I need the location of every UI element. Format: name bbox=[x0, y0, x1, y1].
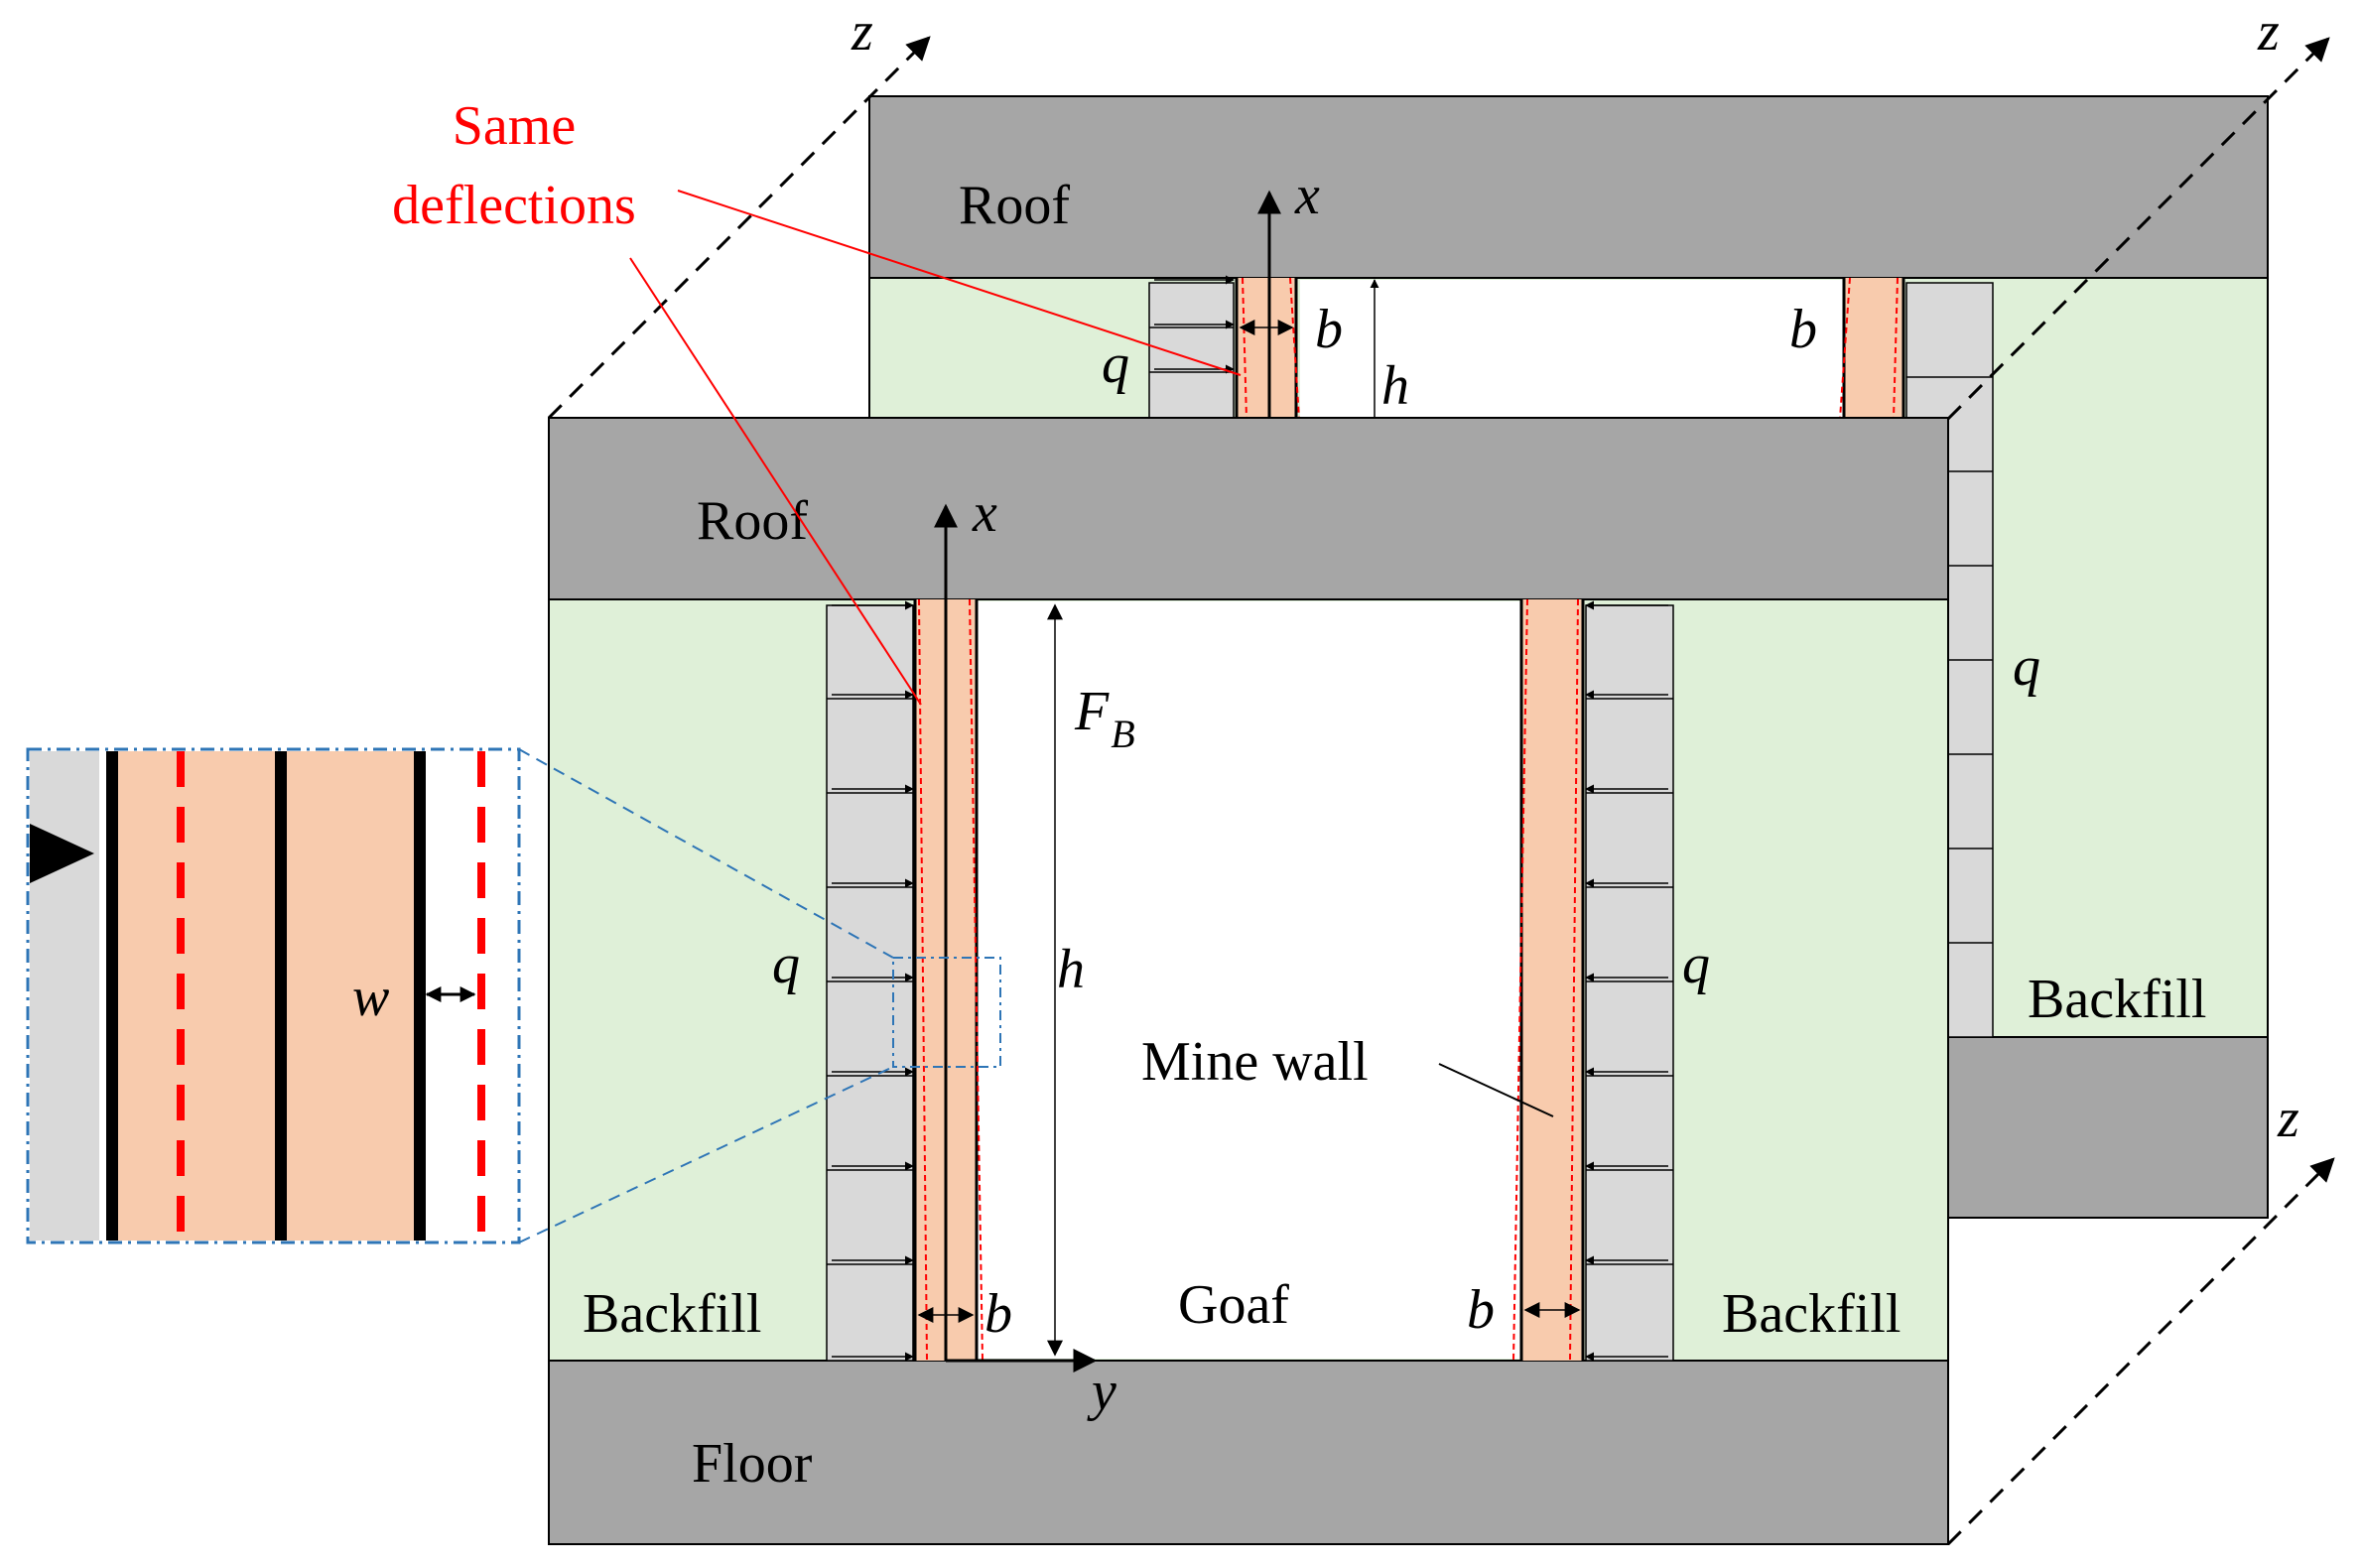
mine-wall-label: Mine wall bbox=[1141, 1031, 1369, 1093]
back-left-deflection bbox=[1289, 277, 1300, 420]
back-q-right-label: q bbox=[2013, 636, 2040, 698]
front-goaf-label: Goaf bbox=[1178, 1274, 1289, 1336]
same-deflections-leader-back bbox=[677, 190, 1242, 376]
front-q-left-label: q bbox=[772, 934, 800, 995]
back-roof-label: Roof bbox=[959, 175, 1070, 236]
front-roof bbox=[548, 417, 1949, 600]
front-right-mine-wall bbox=[1521, 599, 1583, 1361]
back-h-label: h bbox=[1381, 355, 1409, 417]
front-right-deflection bbox=[1512, 598, 1528, 1362]
back-left-deflection bbox=[1242, 277, 1247, 420]
front-h-label: h bbox=[1057, 939, 1085, 1000]
front-left-load-dividers bbox=[827, 698, 913, 1265]
front-frame: b x y h FB b bbox=[548, 417, 1949, 1545]
back-goaf-area bbox=[1300, 280, 1844, 419]
front-left-deflection bbox=[969, 598, 984, 1362]
front-right-load-arrows bbox=[1585, 600, 1668, 1362]
back-right-mine-wall bbox=[1844, 278, 1903, 419]
inset-load-block bbox=[30, 751, 99, 1241]
back-b-left-label: b bbox=[1315, 299, 1343, 360]
back-left-load-block bbox=[1148, 282, 1235, 420]
front-right-deflection bbox=[1569, 598, 1579, 1362]
front-right-load-dividers bbox=[1586, 698, 1673, 1265]
front-q-right-label: q bbox=[1682, 934, 1710, 995]
front-backfill-right-label: Backfill bbox=[1722, 1283, 1901, 1345]
front-roof-label: Roof bbox=[697, 490, 808, 552]
front-b-left-label: b bbox=[984, 1283, 1012, 1345]
back-roof bbox=[868, 95, 2269, 279]
back-right-deflection bbox=[1893, 277, 1899, 420]
same-deflections-line1: Same bbox=[453, 95, 576, 157]
front-backfill-left-label: Backfill bbox=[583, 1283, 761, 1345]
inset-zoom-region bbox=[892, 957, 1001, 1068]
inset-load-arrow-icon bbox=[30, 824, 94, 883]
inset-border bbox=[26, 747, 521, 1244]
front-goaf-area bbox=[978, 601, 1521, 1359]
inset-w-label: w bbox=[352, 967, 389, 1028]
front-left-load-arrows bbox=[832, 600, 914, 1362]
zoom-inset: w bbox=[26, 747, 1001, 1244]
back-x-axis-label: x bbox=[1294, 165, 1320, 226]
same-deflections-line2: deflections bbox=[392, 175, 636, 236]
z-left-label: z bbox=[851, 1, 873, 63]
front-floor-label: Floor bbox=[692, 1433, 813, 1495]
inset-wall-section bbox=[114, 751, 420, 1241]
same-deflections-leader-front bbox=[629, 257, 922, 706]
inset-connector-bottom bbox=[518, 1066, 894, 1243]
front-y-axis-label: y bbox=[1087, 1361, 1116, 1422]
front-fb-label: FB bbox=[1074, 681, 1135, 756]
back-b-right-label: b bbox=[1789, 299, 1817, 360]
inset-connector-top bbox=[518, 748, 894, 959]
front-b-right-label: b bbox=[1467, 1279, 1495, 1341]
front-right-load-column bbox=[1585, 604, 1674, 1362]
back-backfill-label: Backfill bbox=[2028, 969, 2206, 1030]
z-right-bottom-label: z bbox=[2277, 1088, 2299, 1149]
back-right-deflection bbox=[1839, 277, 1851, 420]
front-x-axis-label: x bbox=[972, 482, 997, 544]
back-q-left-label: q bbox=[1102, 333, 1129, 395]
front-left-load-column bbox=[826, 604, 914, 1362]
front-left-deflection bbox=[918, 598, 928, 1362]
front-floor bbox=[548, 1360, 1949, 1545]
z-perspective-lines bbox=[547, 36, 2335, 1546]
back-left-mine-wall bbox=[1237, 278, 1296, 419]
mine-wall-leader bbox=[1438, 1063, 1554, 1117]
z-right-top-label: z bbox=[2257, 1, 2280, 63]
back-floor bbox=[1946, 1036, 2269, 1219]
same-deflections-annotation: Same deflections bbox=[392, 95, 1242, 706]
